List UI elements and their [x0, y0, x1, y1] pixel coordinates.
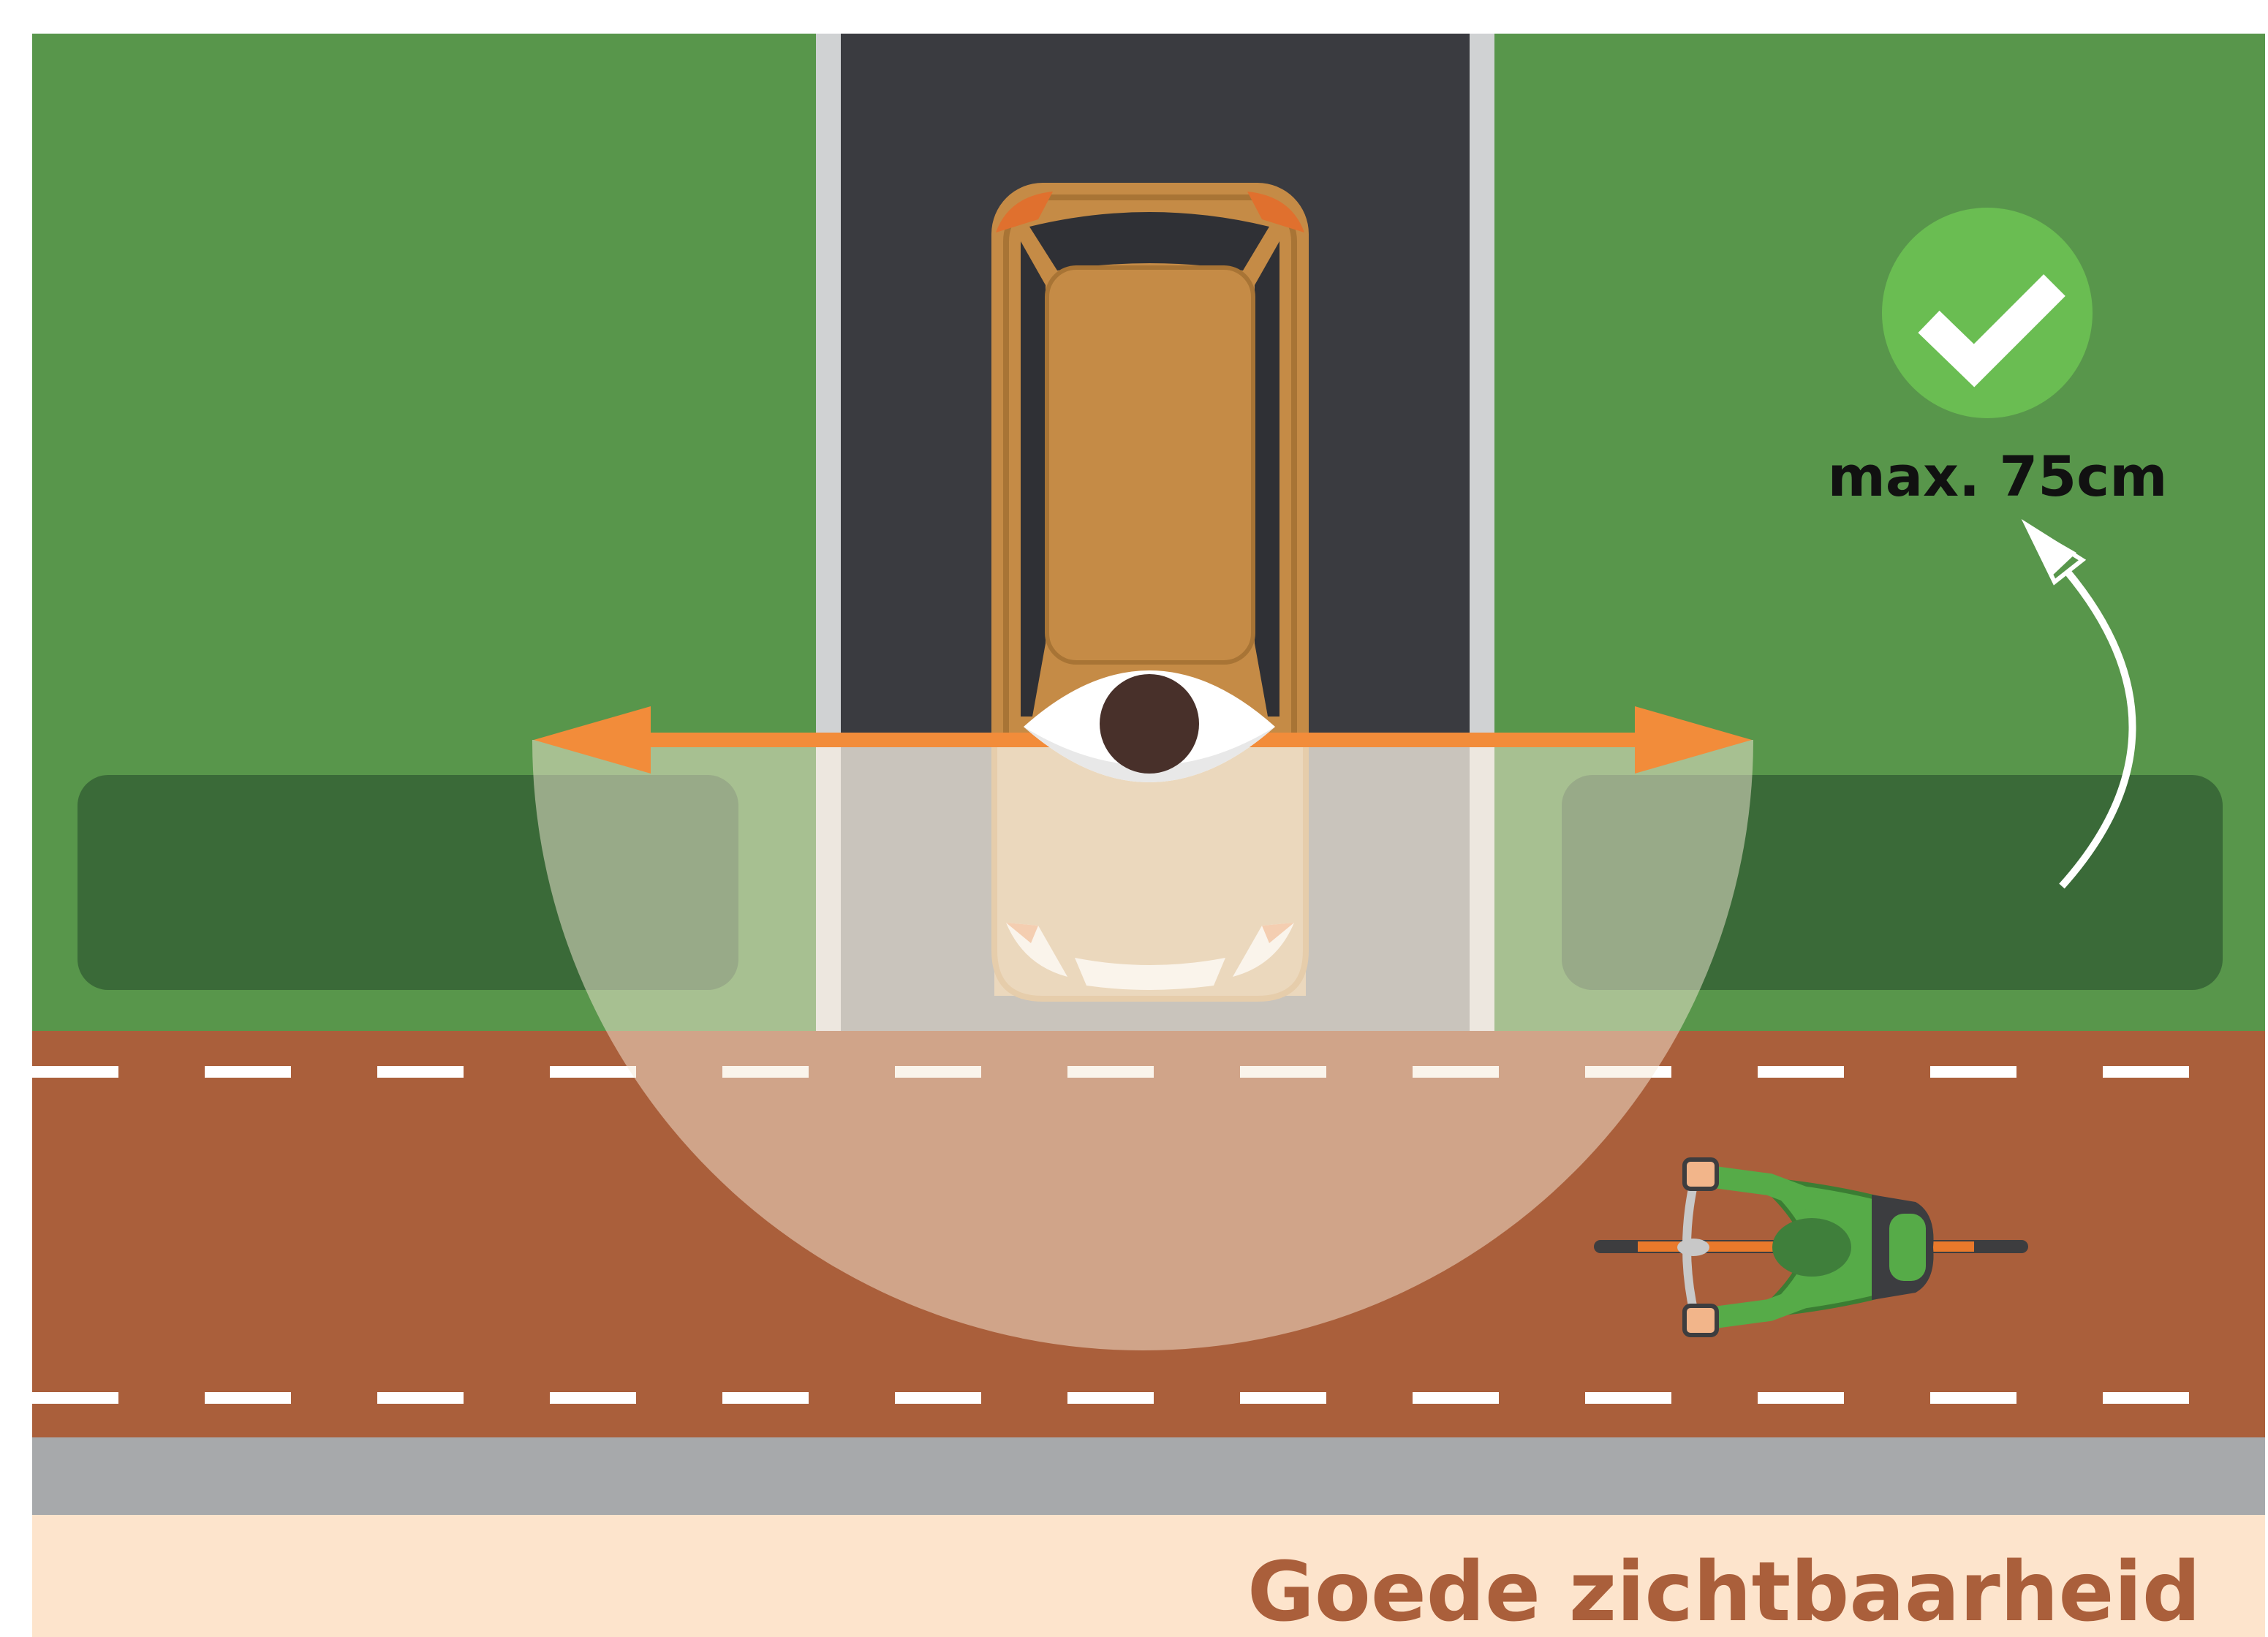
- checkmark-icon: [1882, 208, 2093, 418]
- height-label: max. 75cm: [1828, 444, 2168, 509]
- caption: Goede zichtbaarheid: [1247, 1545, 2201, 1637]
- kerb-strip: [32, 1437, 2265, 1515]
